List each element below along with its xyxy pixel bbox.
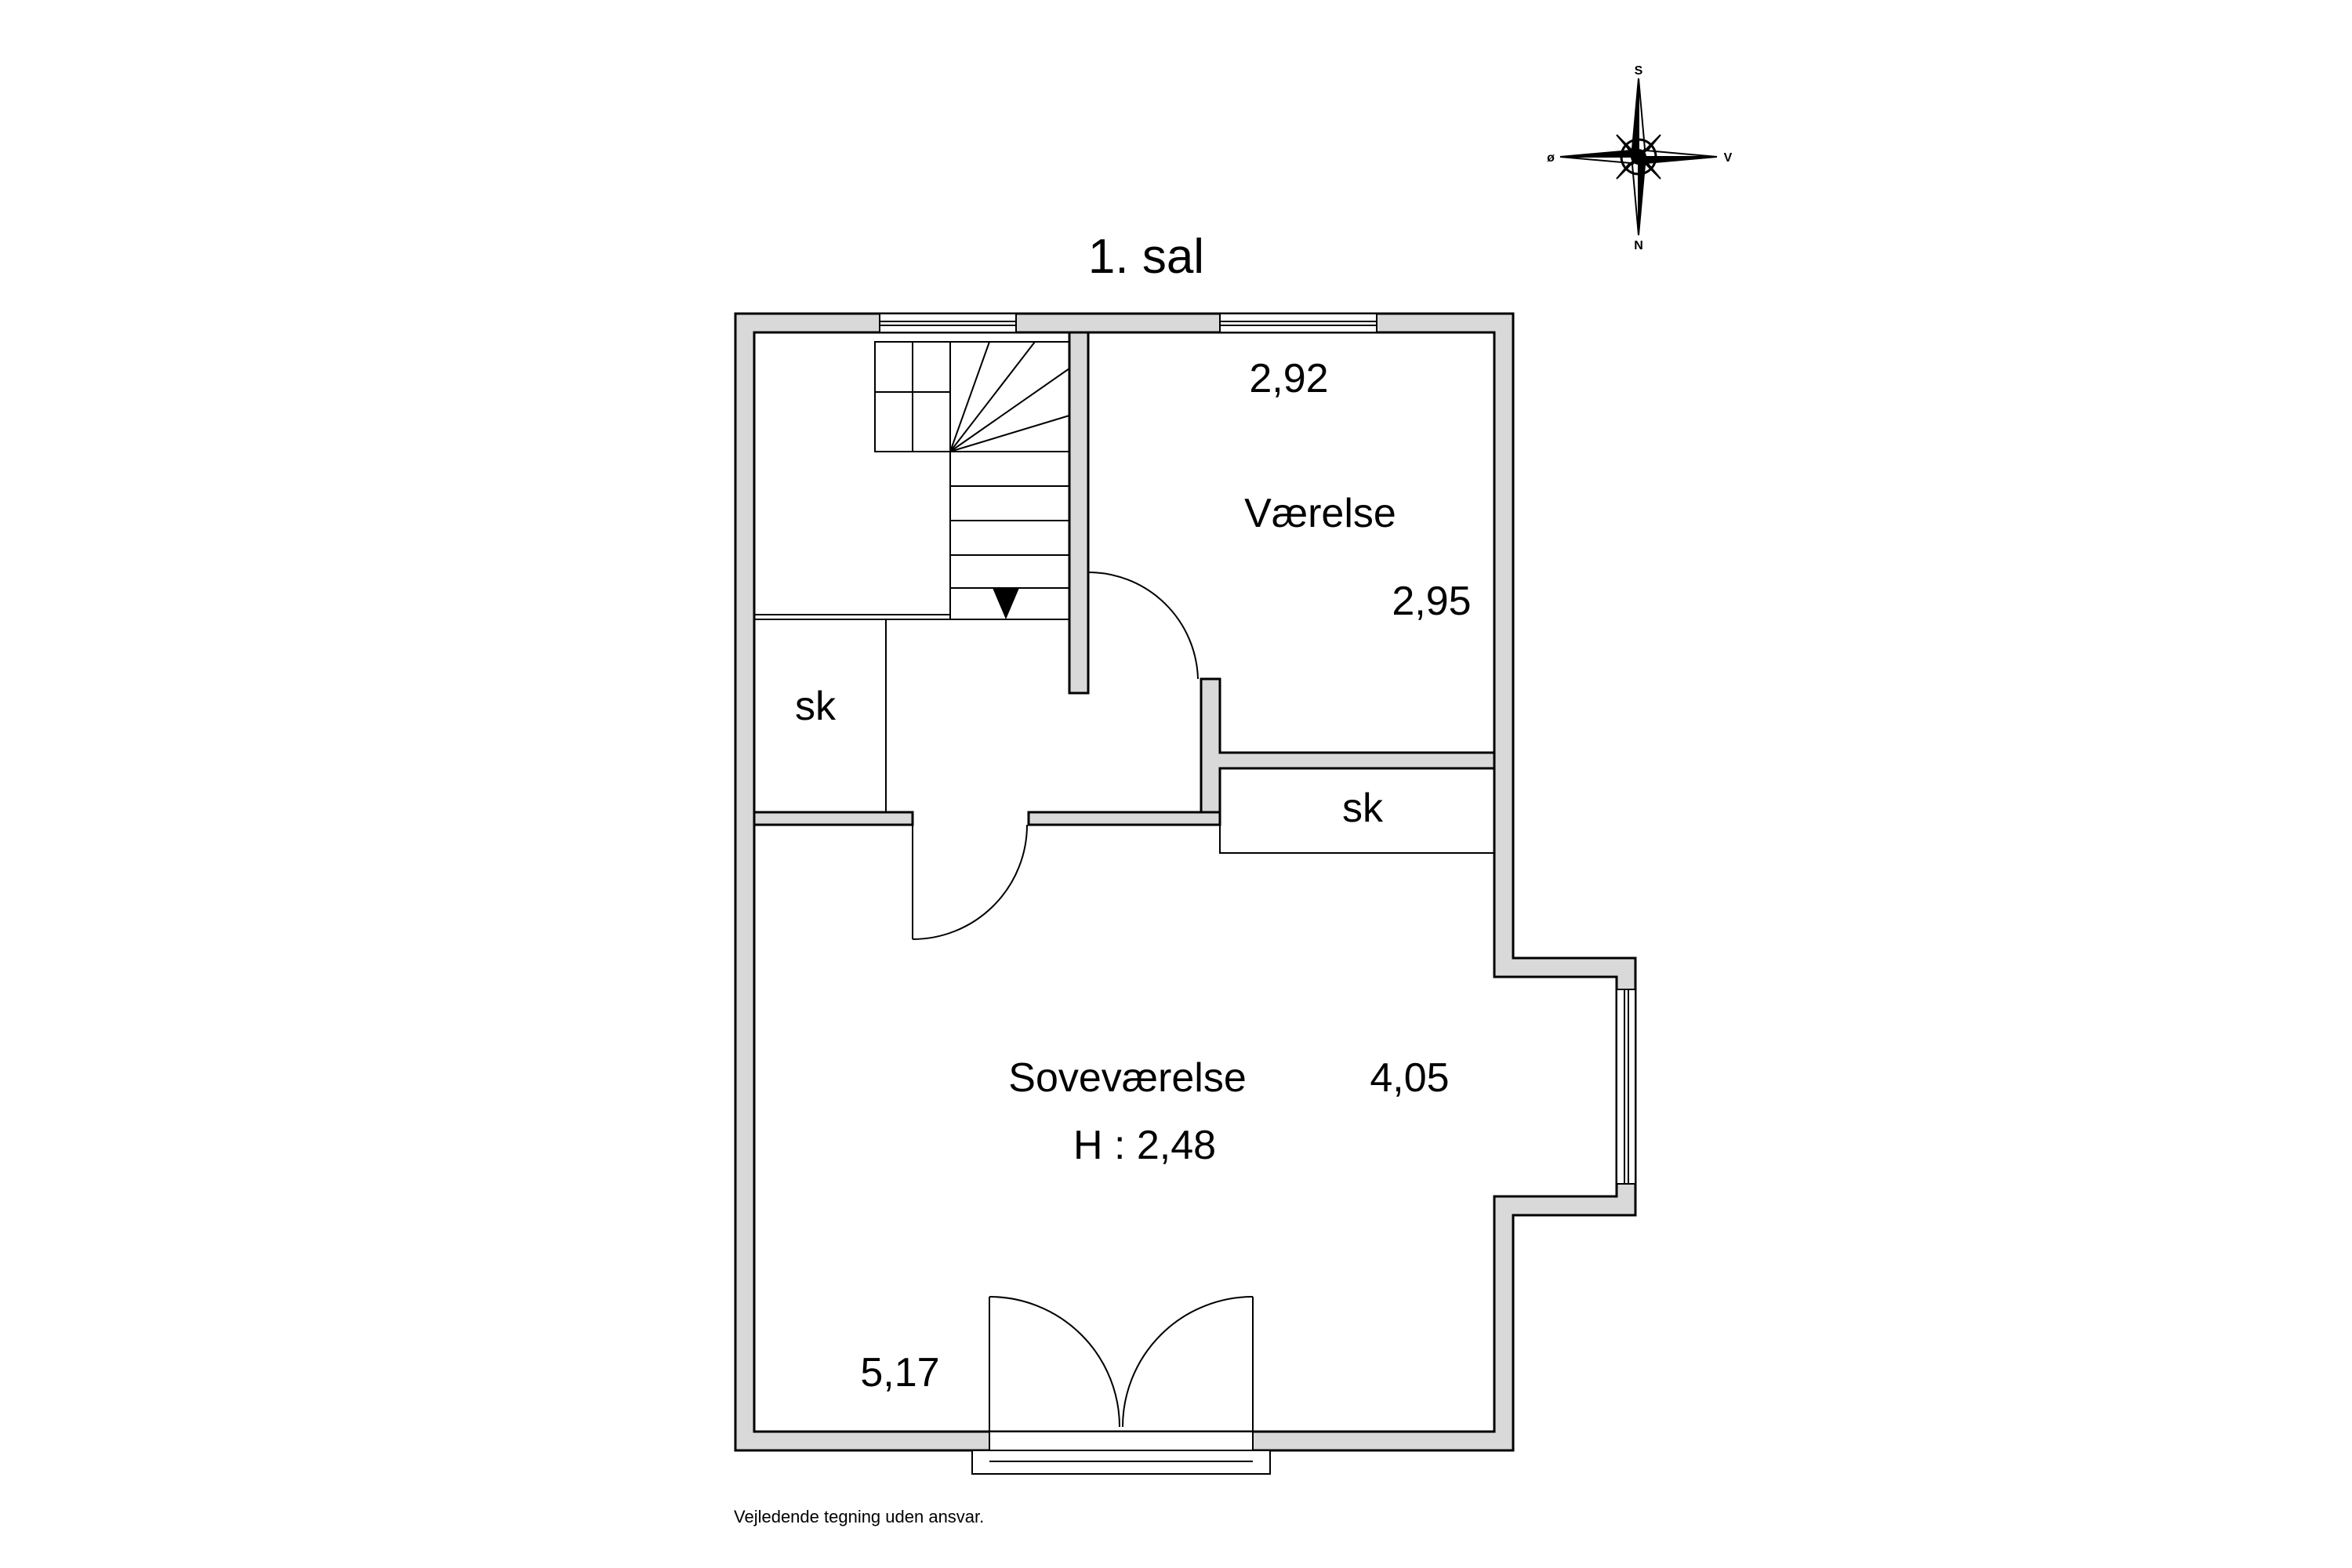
- vaerelse-depth: 2,95: [1392, 579, 1471, 624]
- sovevaerelse-length: 5,17: [860, 1350, 939, 1396]
- disclaimer-text: Vejledende tegning uden ansvar.: [734, 1507, 984, 1526]
- compass-label-top: S: [1635, 64, 1643, 78]
- staircase: [754, 341, 1070, 620]
- window-right: [1616, 989, 1636, 1185]
- closet-left-label: sk: [795, 684, 837, 729]
- sovevaerelse-width: 4,05: [1370, 1055, 1449, 1101]
- window-top-left: [879, 313, 1017, 333]
- vaerelse-name: Værelse: [1244, 491, 1396, 536]
- interior-wall-stair: [1068, 331, 1090, 695]
- sovevaerelse-name: Soveværelse: [1008, 1055, 1246, 1101]
- window-top-right: [1219, 313, 1377, 333]
- door-swing-vaerelse: [1087, 572, 1199, 680]
- closet-right: [1219, 768, 1495, 854]
- outer-wall: [734, 312, 1637, 1452]
- door-swing-balcony-left: [989, 1296, 1120, 1428]
- floor-title: 1. sal: [1088, 230, 1204, 284]
- closet-right-label: sk: [1342, 786, 1384, 831]
- stair-direction-icon: [993, 588, 1019, 619]
- door-swing-bedroom: [912, 824, 1028, 940]
- closet-left: [753, 619, 887, 813]
- compass-label-left: ø: [1547, 151, 1555, 165]
- balcony-door: [971, 1431, 1271, 1475]
- door-swing-balcony-right: [1122, 1296, 1254, 1428]
- vaerelse-width: 2,92: [1249, 356, 1328, 401]
- sovevaerelse-height: H : 2,48: [1073, 1123, 1216, 1168]
- compass-label-right: V: [1724, 151, 1733, 165]
- compass-label-bottom: N: [1634, 239, 1643, 252]
- compass-rose-icon: S N ø V: [1547, 64, 1733, 252]
- interior-wall-bedroom: [753, 811, 1221, 826]
